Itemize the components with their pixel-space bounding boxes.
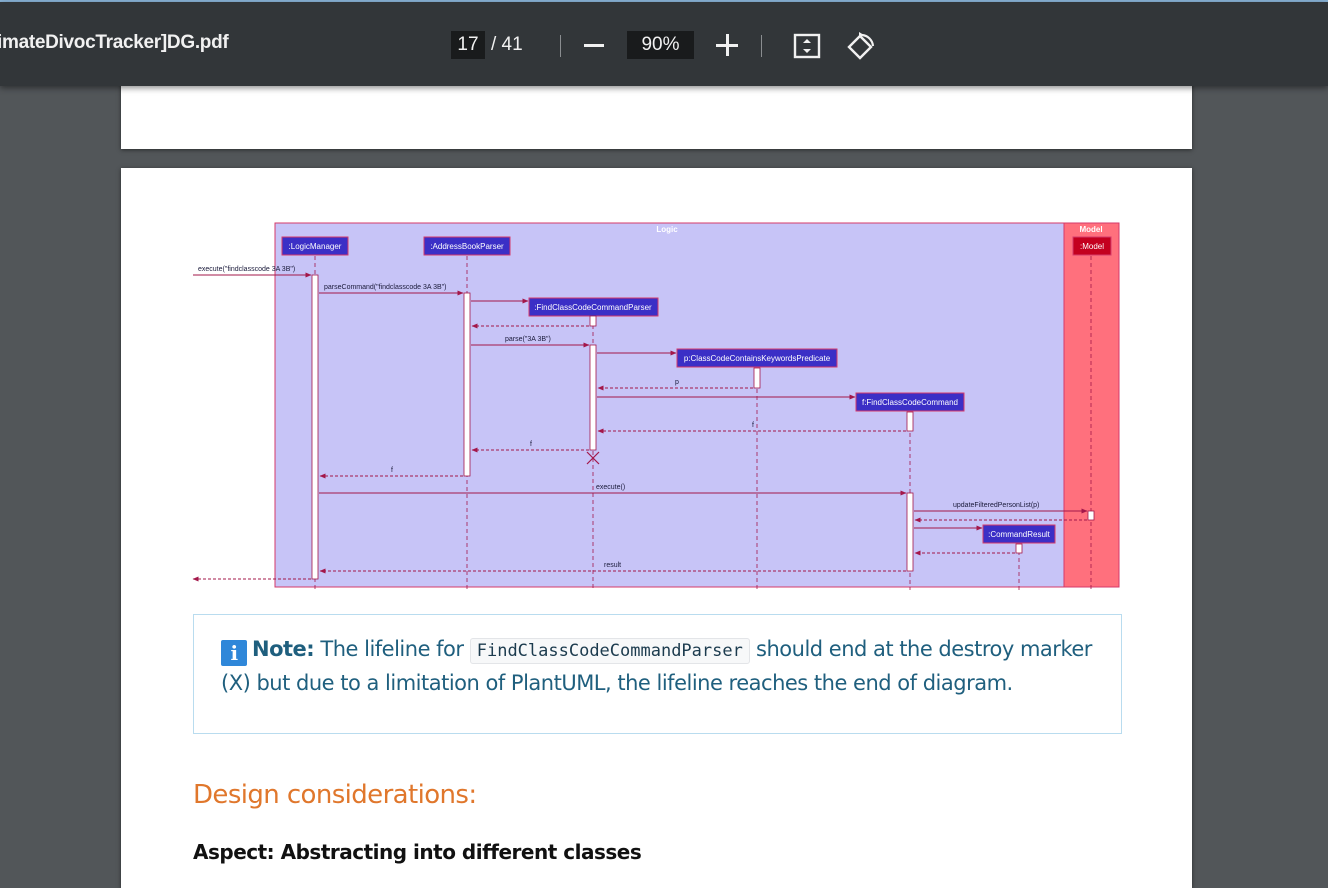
message-label: f	[530, 441, 532, 448]
model-frame-label: Model	[1079, 225, 1102, 234]
note-label: Note:	[252, 637, 315, 661]
toolbar-divider	[560, 35, 561, 57]
message-arrows	[192, 272, 1088, 582]
activation-bars	[311, 274, 1095, 580]
zoom-in-icon[interactable]	[716, 34, 738, 56]
message-label: f	[752, 422, 754, 429]
message-label: execute()	[596, 484, 625, 491]
page-number-input[interactable]: 17	[451, 31, 485, 59]
message-label: updateFilteredPersonList(p)	[953, 502, 1039, 509]
participant-logic-manager	[281, 236, 349, 256]
pdf-page-17: Logic Model :LogicManager :AddressBookPa…	[121, 168, 1192, 888]
participant-predicate	[676, 348, 838, 368]
participant-command-result	[982, 524, 1056, 544]
zoom-out-icon[interactable]	[584, 44, 604, 47]
pdf-toolbar: imateDivocTracker]DG.pdf 17 / 41 90%	[0, 2, 1328, 86]
note-text-after: should end at the destroy marker (X) but…	[221, 637, 1092, 695]
participant-predicate-label: p:ClassCodeContainsKeywordsPredicate	[684, 354, 831, 363]
zoom-level-input[interactable]: 90%	[627, 31, 694, 59]
participant-model-label: :Model	[1080, 242, 1104, 251]
participant-model	[1072, 236, 1112, 256]
page-total: / 41	[491, 34, 523, 55]
design-considerations-heading: Design considerations:	[193, 780, 477, 810]
window-top-border	[0, 0, 1328, 2]
document-title: imateDivocTracker]DG.pdf	[0, 32, 229, 53]
rotate-icon[interactable]	[845, 32, 875, 62]
fit-to-page-icon[interactable]	[793, 33, 821, 59]
message-label: result	[604, 562, 621, 569]
note-text-before: The lifeline for	[320, 637, 464, 661]
participant-command-result-label: :CommandResult	[988, 530, 1051, 539]
participant-address-book-parser	[423, 236, 511, 256]
message-label: execute("findclasscode 3A 3B")	[198, 266, 295, 273]
note-code: FindClassCodeCommandParser	[469, 638, 750, 664]
participant-address-book-parser-label: :AddressBookParser	[430, 242, 504, 251]
message-label: p	[675, 379, 679, 386]
destroy-marker	[586, 451, 600, 465]
logic-frame-label: Logic	[656, 225, 678, 234]
message-label: parse("3A 3B")	[505, 336, 551, 343]
model-frame	[1063, 222, 1120, 588]
message-label: f	[391, 467, 393, 474]
message-label: parseCommand("findclasscode 3A 3B")	[324, 284, 446, 291]
aspect-heading: Aspect: Abstracting into different class…	[193, 840, 642, 864]
participant-find-class-code-command	[855, 392, 965, 412]
toolbar-divider	[761, 35, 762, 57]
participant-find-class-code-command-parser-label: :FindClassCodeCommandParser	[534, 303, 652, 312]
participant-logic-manager-label: :LogicManager	[289, 242, 342, 251]
info-icon: i	[221, 640, 247, 666]
participant-find-class-code-command-label: f:FindClassCodeCommand	[862, 398, 958, 407]
sequence-diagram: Logic Model :LogicManager :AddressBookPa…	[192, 222, 1120, 590]
